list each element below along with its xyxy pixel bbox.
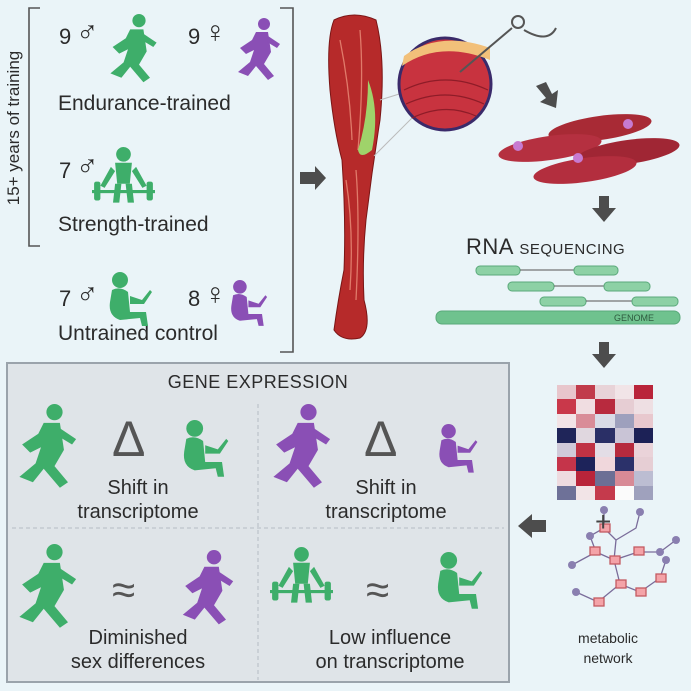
control-male-sitter-icon: [437, 552, 483, 609]
heatmap-cell: [614, 428, 634, 443]
strength-male-count: 7: [59, 158, 72, 183]
heatmap-cell: [557, 428, 577, 443]
control-label: Untrained control: [58, 322, 218, 345]
heatmap-cell: [633, 442, 653, 457]
biopsy-magnifier: [397, 36, 493, 132]
heatmap-cell: [614, 485, 634, 500]
arrow-down-icon: [592, 196, 616, 222]
heatmap-cell: [633, 428, 653, 443]
gene-expression-title: GENE EXPRESSION: [167, 372, 349, 392]
control-female-sitter-icon: [439, 424, 478, 473]
plus-symbol: +: [595, 506, 612, 537]
control-female-count: 8: [188, 286, 201, 311]
heatmap-cell: [576, 456, 596, 472]
heatmap-cell: [614, 456, 634, 472]
heatmap-cell: [595, 428, 615, 443]
muscle-fibers-illustration: [498, 114, 680, 184]
heatmap-cell: [633, 456, 653, 472]
strength-label: Strength-trained: [58, 213, 209, 236]
heatmap-cell: [633, 485, 653, 500]
heatmap-cell: [557, 471, 577, 486]
endurance-male-count: 9: [59, 24, 72, 49]
heatmap-cell: [633, 413, 653, 429]
metabolic-network-illustration: [568, 506, 680, 607]
heatmap-cell: [595, 485, 615, 500]
heatmap-cell: [557, 485, 577, 500]
heatmap-cell: [576, 471, 596, 486]
network-label: metabolic network: [578, 630, 638, 666]
endurance-female-count: 9: [188, 24, 201, 49]
arrow-down-icon: [592, 342, 616, 368]
heatmap-cell: [557, 413, 577, 429]
heatmap-cell: [576, 413, 596, 429]
female-symbol: ♀: [204, 278, 227, 311]
heatmap-cell: [576, 485, 596, 500]
male-symbol: ♂: [76, 16, 99, 49]
heatmap-cell: [614, 413, 634, 429]
heatmap-cell: [557, 456, 577, 472]
male-symbol: ♂: [76, 150, 99, 183]
delta-symbol: Δ: [364, 411, 398, 467]
heatmap-cell: [614, 471, 634, 486]
heatmap-cell: [595, 399, 615, 414]
endurance-label: Endurance-trained: [58, 92, 231, 115]
biopsy-needle-icon: [459, 15, 557, 73]
female-symbol: ♀: [204, 16, 227, 49]
endurance-female-runner-icon: [182, 550, 234, 625]
delta-symbol: Δ: [112, 411, 146, 467]
heatmap-cell: [614, 385, 634, 400]
heatmap-cell: [633, 385, 653, 400]
approx-symbol: ≈: [366, 566, 390, 613]
genome-label: GENOME: [614, 313, 655, 323]
heatmap-cell: [633, 399, 653, 414]
heatmap-cell: [595, 385, 615, 400]
heatmap-cell: [595, 456, 615, 472]
rna-seq-title: RNA SEQUENCING: [466, 234, 626, 259]
rna-reads-illustration: [435, 265, 681, 325]
arrow-down-right-icon: [536, 82, 558, 108]
heatmap-cell: [557, 385, 577, 400]
heatmap-cell: [614, 442, 634, 457]
arrow-right-icon: [300, 166, 326, 190]
strength-lifter-icon: [270, 546, 333, 603]
leg-muscle-illustration: [328, 14, 419, 340]
control-male-sitter-icon: [183, 420, 229, 477]
heatmap-cell: [595, 413, 615, 429]
heatmap-cell: [576, 442, 596, 457]
expression-heatmap: [557, 385, 653, 500]
heatmap-cell: [557, 442, 577, 457]
heatmap-cell: [633, 471, 653, 486]
heatmap-cell: [557, 399, 577, 414]
heatmap-cell: [576, 399, 596, 414]
heatmap-cell: [595, 442, 615, 457]
heatmap-cell: [595, 471, 615, 486]
control-male-count: 7: [59, 286, 72, 311]
endurance-male-runner-icon: [19, 544, 77, 628]
heatmap-cell: [614, 399, 634, 414]
arrow-left-icon: [518, 514, 546, 538]
approx-symbol: ≈: [112, 566, 136, 613]
heatmap-cell: [576, 428, 596, 443]
male-symbol: ♂: [76, 278, 99, 311]
heatmap-cell: [576, 385, 596, 400]
